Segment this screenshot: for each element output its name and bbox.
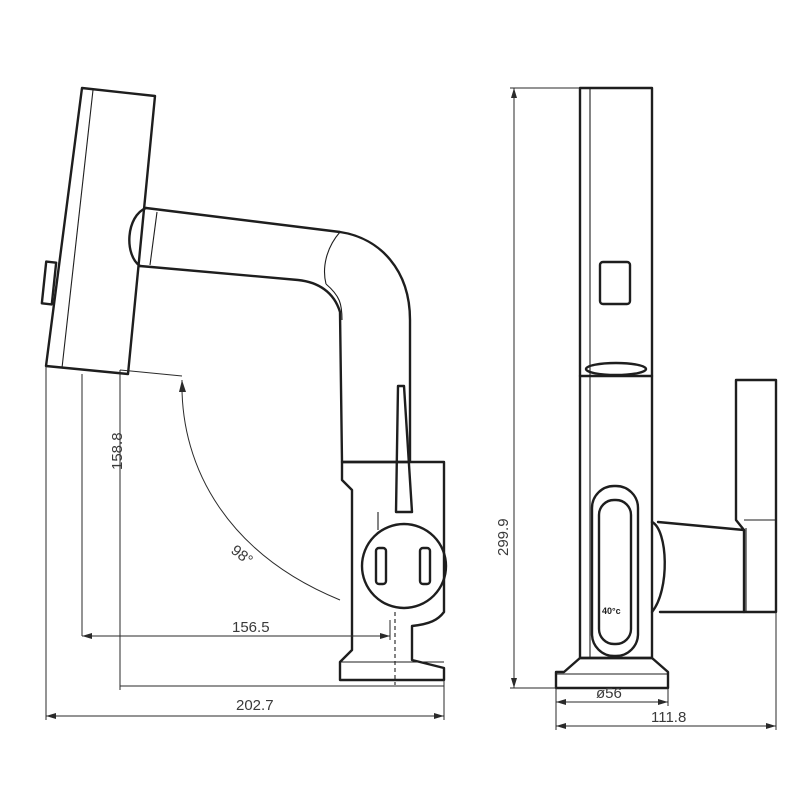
- dimension-label-156-5: 156.5: [232, 619, 270, 636]
- side-lever-base: [360, 522, 448, 610]
- front-lever: [734, 378, 778, 614]
- side-lever: [394, 384, 414, 514]
- front-dimensions: [510, 87, 777, 730]
- dimension-label-202-7: 202.7: [236, 697, 274, 714]
- dimension-label-111-8: 111.8: [651, 709, 686, 726]
- dimension-label-158-8: 158.8: [109, 432, 126, 470]
- side-dimensions: [45, 366, 445, 720]
- front-outlet: [598, 260, 632, 306]
- dimension-label-diameter-56: ø56: [596, 685, 622, 702]
- side-spray-button: [40, 260, 58, 306]
- front-display-window: [590, 484, 640, 658]
- dimension-label-98-degrees: 98°: [228, 542, 256, 569]
- side-spray-head: [44, 86, 157, 376]
- side-neck: [138, 206, 412, 464]
- front-head: [578, 86, 654, 378]
- side-view: [40, 86, 448, 685]
- display-reading: 40°c: [602, 606, 621, 616]
- side-body: [338, 460, 446, 682]
- dimension-label-299-9: 299.9: [495, 518, 512, 556]
- front-base: [554, 656, 670, 690]
- front-view: 40°c: [554, 86, 778, 690]
